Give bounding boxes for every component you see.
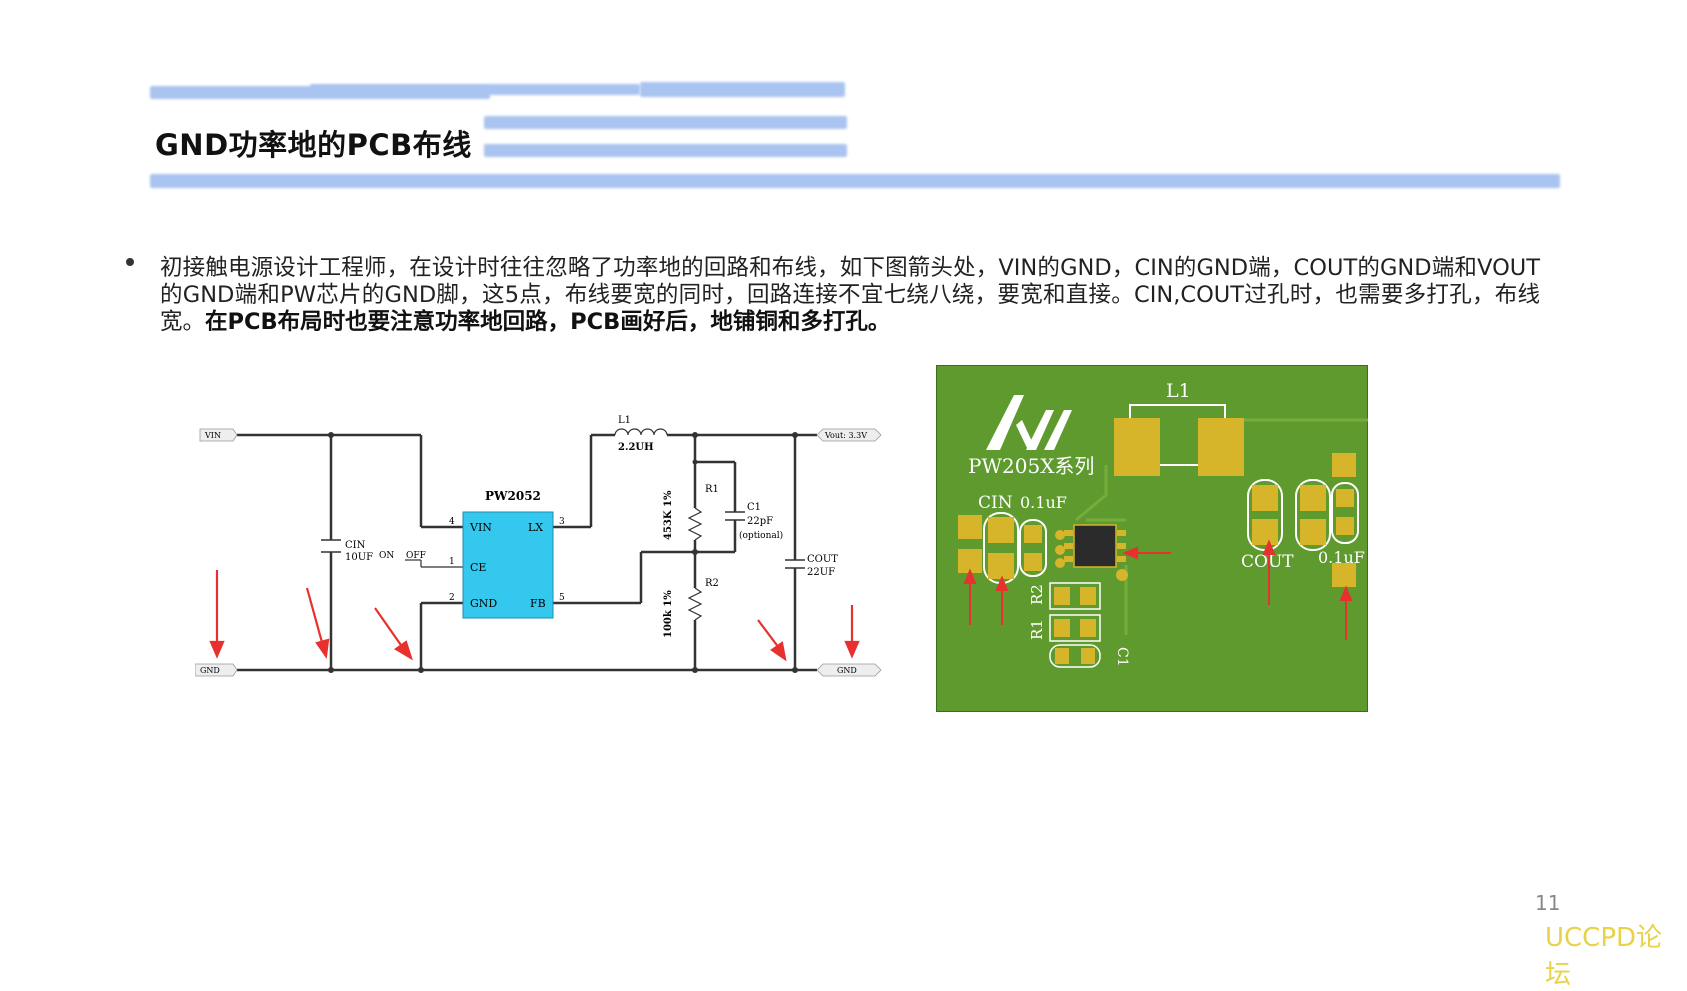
header-bar-3 xyxy=(640,82,845,97)
pcb-cin-label: CIN xyxy=(978,493,1013,513)
r1-name: R1 xyxy=(705,484,719,495)
pin-num-4: 4 xyxy=(449,517,455,527)
pcb-logo-text: PW205X系列 xyxy=(968,454,1094,478)
page-number: 11 xyxy=(1535,891,1561,915)
pin-ce: CE xyxy=(470,561,486,574)
pcb-r2-label: R2 xyxy=(1028,584,1046,605)
pin-lx: LX xyxy=(528,521,543,534)
pin-num-5: 5 xyxy=(559,593,565,603)
header-bar-5 xyxy=(484,144,847,157)
pin-vin: VIN xyxy=(469,521,492,534)
pcb-cout-cap-label: 0.1uF xyxy=(1318,548,1365,567)
cout-value: 22UF xyxy=(807,567,835,578)
r2-name: R2 xyxy=(705,578,719,589)
ic-name: PW2052 xyxy=(485,489,541,503)
switch-on: ON xyxy=(379,551,394,561)
c1-note: (optional) xyxy=(739,530,783,541)
arrow-gnd-cout xyxy=(757,619,780,649)
bullet-point xyxy=(126,258,134,266)
pin-gnd: GND xyxy=(470,597,497,610)
pw-logo-icon xyxy=(986,395,1072,450)
gnd-left-label: GND xyxy=(200,666,220,675)
header-bar-2 xyxy=(310,84,640,95)
inductor-name: L1 xyxy=(618,415,631,426)
pin-num-3: 3 xyxy=(559,517,565,527)
pcb-l1-label: L1 xyxy=(1166,380,1191,402)
r2-value: 100k 1% xyxy=(663,590,674,638)
watermark-text: UCCPD论坛 xyxy=(1545,923,1663,990)
r1-value: 453K 1% xyxy=(663,490,674,540)
pcb-r1-label: R1 xyxy=(1028,619,1046,640)
switch-off: OFF xyxy=(406,551,426,561)
c1-value: 22pF xyxy=(747,516,773,527)
cin-name: CIN xyxy=(345,540,366,551)
bullet-text: 初接触电源设计工程师，在设计时往往忽略了功率地的回路和布线，如下图箭头处，VIN… xyxy=(160,255,1540,336)
arrow-gnd-cin xyxy=(305,587,325,647)
pcb-cout-label: COUT xyxy=(1241,552,1294,572)
vout-label: Vout: 3.3V xyxy=(824,431,867,440)
schematic-diagram: PW2052 VIN CE GND LX FB 4 1 2 3 5 VIN GN… xyxy=(195,415,882,677)
page-title: GND功率地的PCB布线 xyxy=(155,128,472,162)
pin-fb: FB xyxy=(530,597,546,610)
pcb-c1-label: C1 xyxy=(1114,647,1130,667)
cout-name: COUT xyxy=(807,554,838,565)
pcb-layout: PW205X系列 L1 CIN 0.1uF R2 R1 C1 COUT 0.1u… xyxy=(936,365,1368,712)
header-bar-6 xyxy=(150,174,1560,188)
pcb-cin-cap-label: 0.1uF xyxy=(1020,493,1067,512)
inductor-value: 2.2UH xyxy=(618,442,654,453)
arrow-gnd-ic xyxy=(374,607,404,649)
pin-num-1: 1 xyxy=(449,557,455,567)
header-bar-4 xyxy=(484,116,847,129)
cin-value: 10UF xyxy=(345,552,373,563)
gnd-right-label: GND xyxy=(837,666,857,675)
vin-label: VIN xyxy=(204,431,221,440)
bullet-text-normal: 初接触电源设计工程师，在设计时往往忽略了功率地的回路和布线，如下图箭头处，VIN… xyxy=(160,255,1540,335)
bullet-text-bold: 在PCB布局时也要注意功率地回路，PCB画好后，地铺铜和多打孔。 xyxy=(205,309,891,335)
pin-num-2: 2 xyxy=(449,593,455,603)
c1-name: C1 xyxy=(747,502,761,513)
